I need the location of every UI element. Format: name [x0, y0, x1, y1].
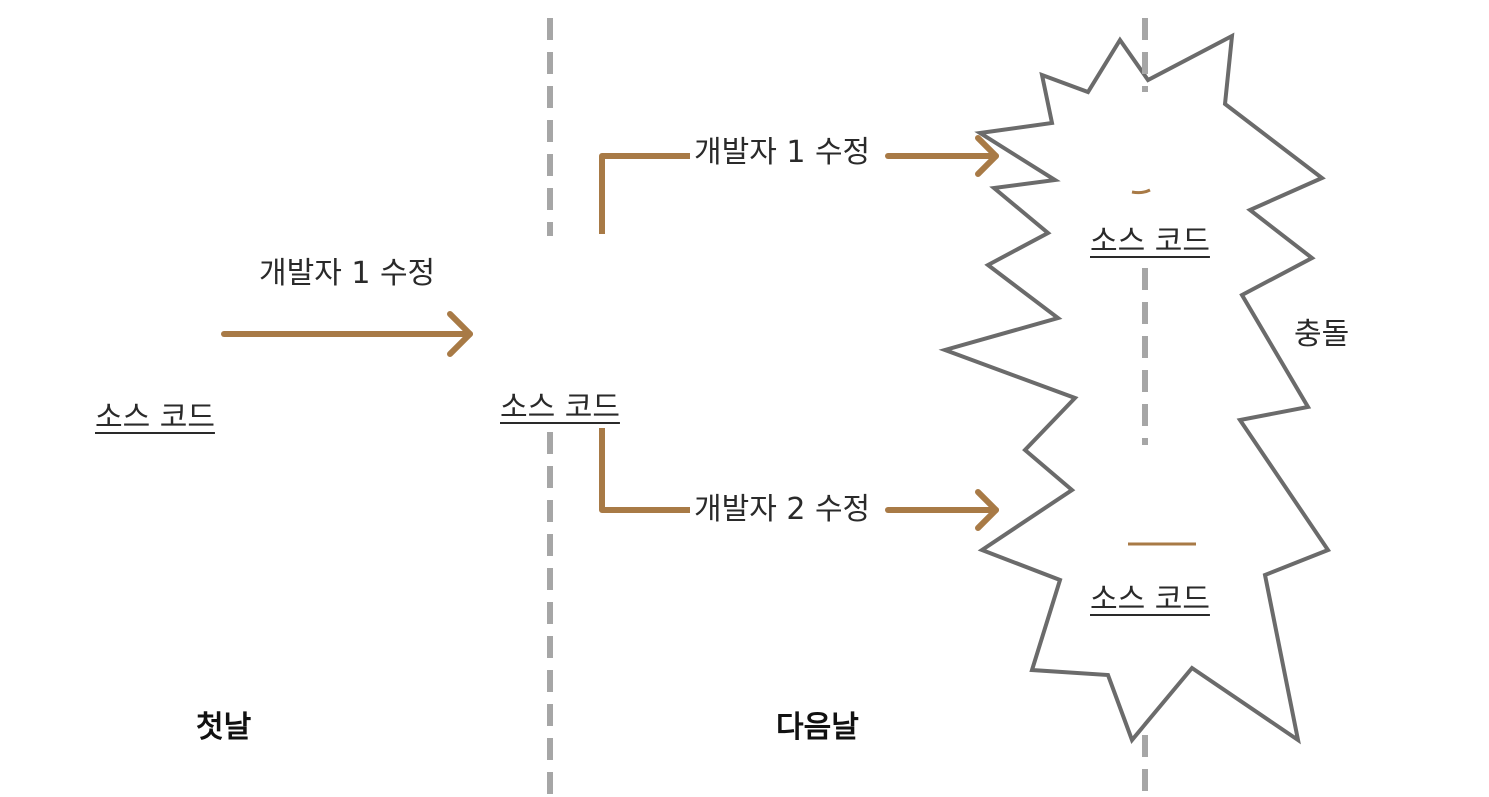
- branch-top-label: 개발자 1 수정: [690, 135, 875, 171]
- first-edit-label: 개발자 1 수정: [259, 256, 436, 291]
- branch-top-arrow: [599, 135, 999, 234]
- day-first-label: 첫날: [196, 710, 252, 745]
- day-next-label: 다음날: [776, 710, 859, 745]
- conflict-mark-top: [1131, 188, 1151, 195]
- first-edit-arrow: [221, 311, 473, 357]
- conflict-top-source-code: 소스 코드: [1086, 224, 1214, 260]
- conflict-label: 충돌: [1294, 317, 1350, 352]
- middle-source-code: 소스 코드: [500, 390, 620, 425]
- left-source-code: 소스 코드: [95, 400, 215, 435]
- conflict-burst-shape: [938, 32, 1332, 745]
- branch-bottom-arrow: [599, 428, 999, 531]
- branch-bottom-label: 개발자 2 수정: [690, 492, 875, 528]
- conflict-bottom-source-code: 소스 코드: [1086, 582, 1214, 618]
